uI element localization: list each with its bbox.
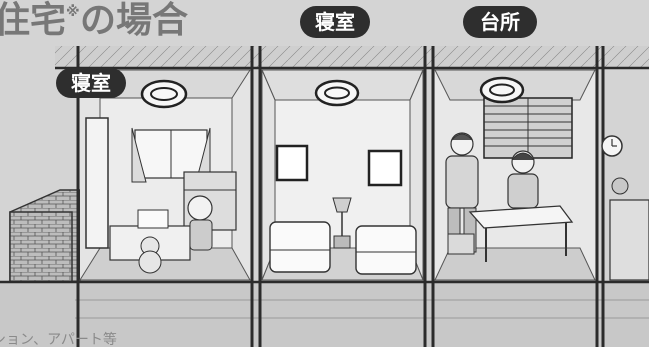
garden-wall [9,189,81,283]
label-bedroom-center: 寝室 [300,6,370,38]
label-bedroom-center-text: 寝室 [315,10,355,34]
room-left-bedroom [79,69,251,281]
page-heading: 住宅 ※ の場合 [0,0,188,41]
label-bedroom-left-text: 寝室 [71,71,111,95]
room-kitchen [434,69,649,281]
smoke-alarm-icon [314,79,360,107]
smoke-alarm-icon [140,79,188,109]
heading-text: 住宅 [0,0,66,41]
caption-text: ション、アパート等 [0,331,117,347]
smoke-alarm-icon [479,76,525,104]
ground [0,282,649,347]
label-bedroom-left: 寝室 [56,68,126,98]
building-frame [76,46,605,347]
label-kitchen-text: 台所 [480,10,520,34]
label-kitchen: 台所 [463,6,537,38]
heading-marker: ※ [66,4,80,20]
heading-suffix: の場合 [80,0,188,41]
room-center-bedroom [261,69,424,281]
roof-strip [55,46,649,68]
